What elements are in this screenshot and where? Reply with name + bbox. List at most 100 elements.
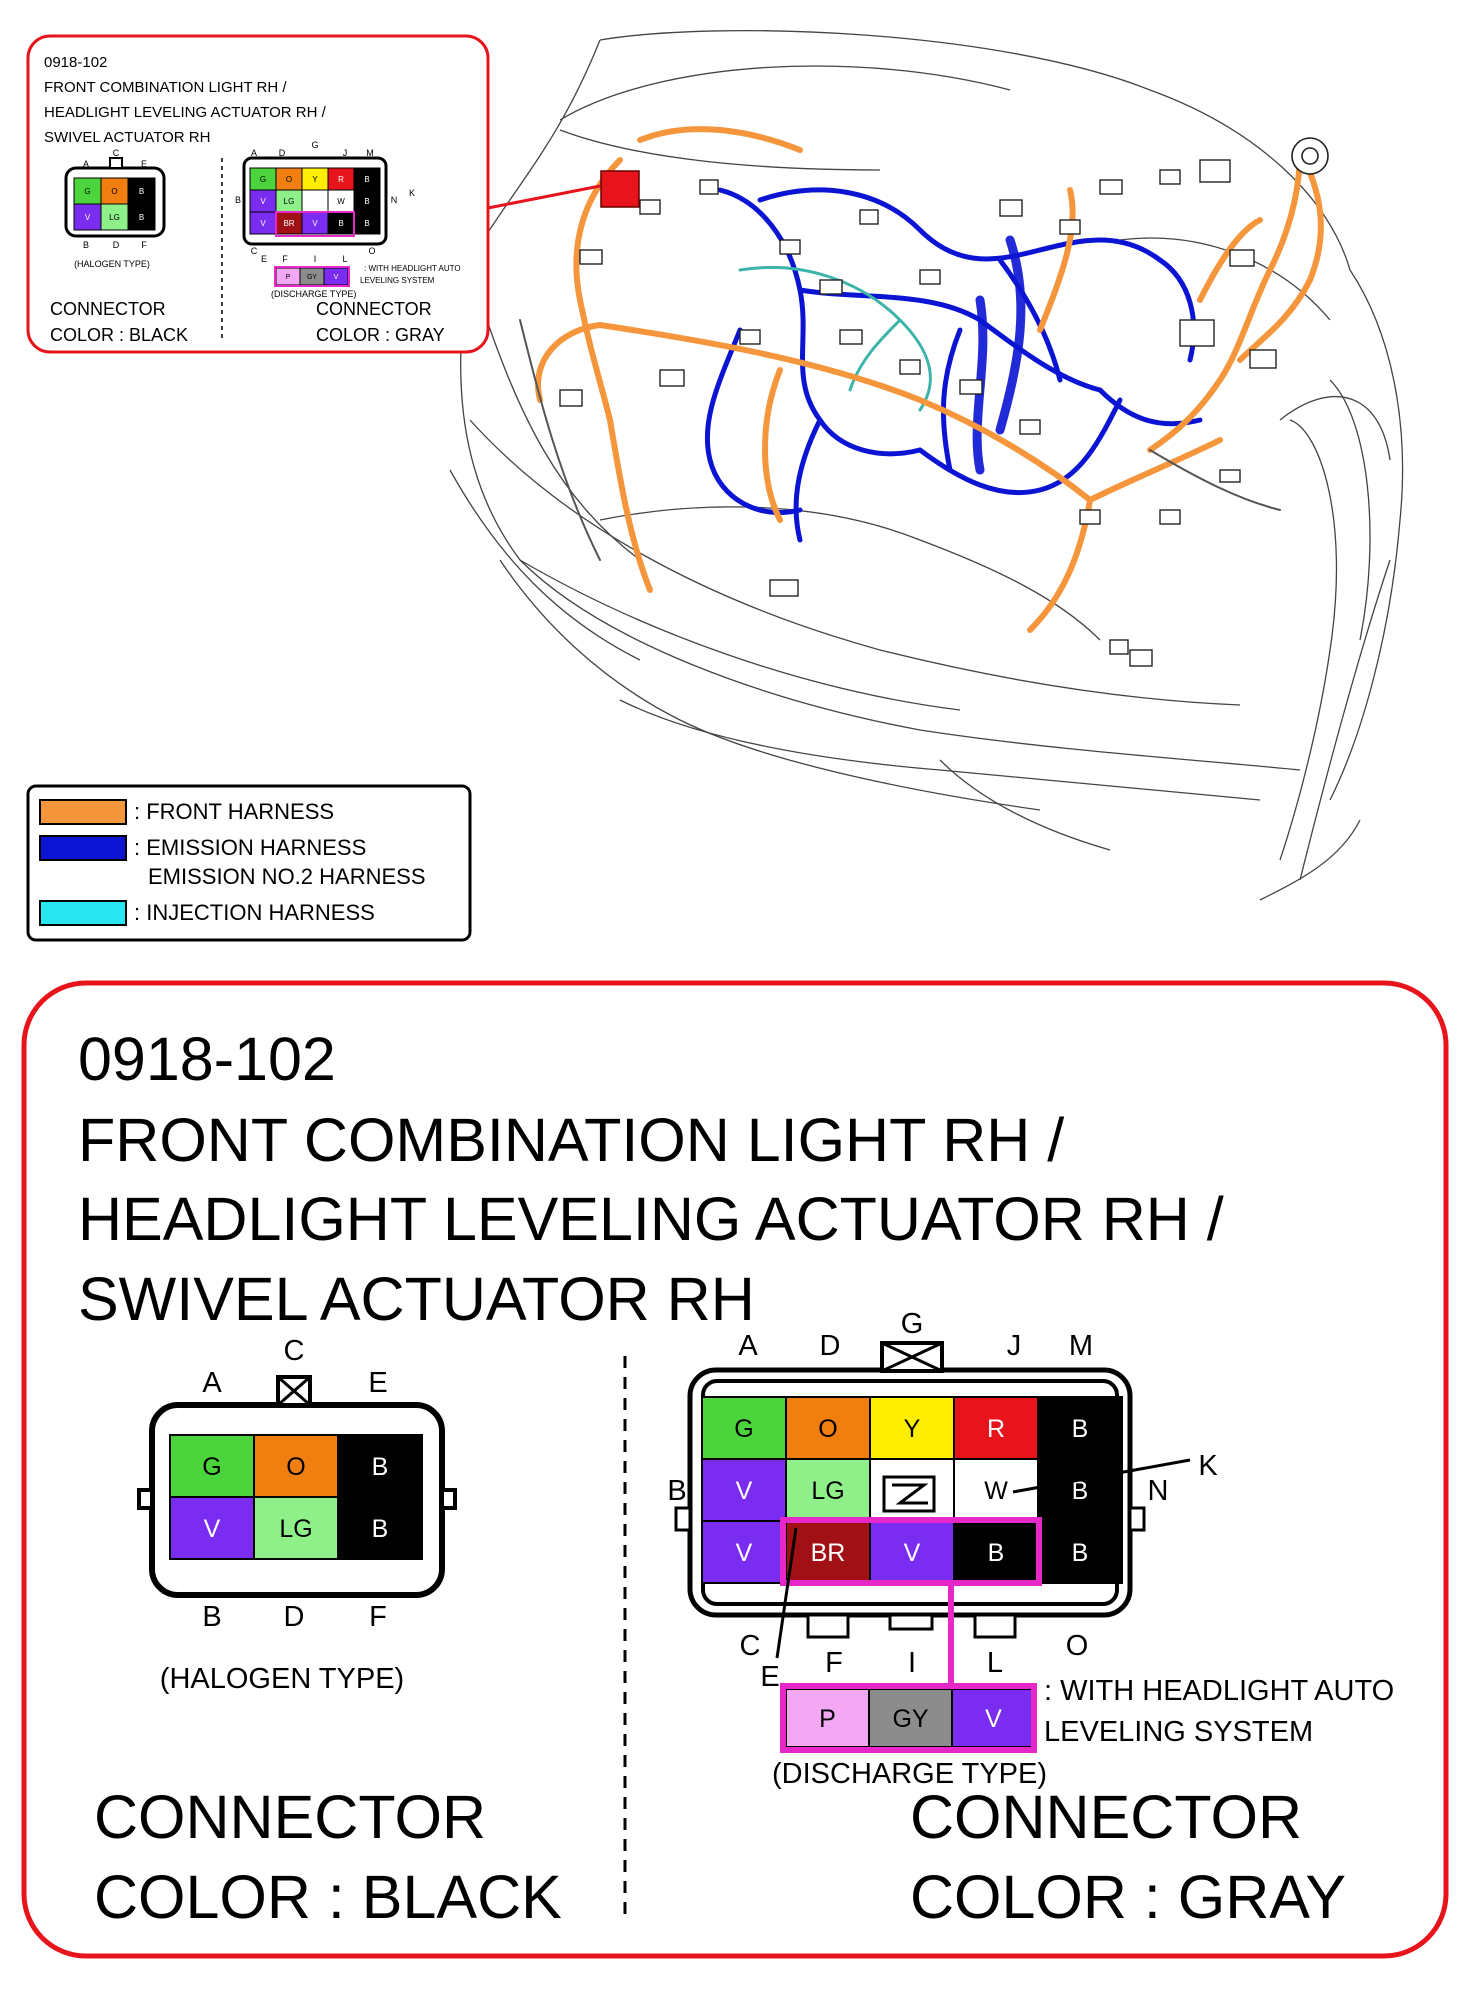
auto-leveling-pin-1-label: GY bbox=[892, 1705, 928, 1733]
svg-text:: WITH HEADLIGHT AUTO: : WITH HEADLIGHT AUTO bbox=[364, 264, 461, 273]
svg-text:A: A bbox=[83, 159, 89, 169]
pin-letter-M: M bbox=[1069, 1330, 1093, 1362]
auto-leveling-pins-box bbox=[780, 1683, 1037, 1753]
pin-letter-A: A bbox=[738, 1330, 758, 1362]
legend-label-front: : FRONT HARNESS bbox=[134, 799, 334, 824]
svg-text:O: O bbox=[368, 246, 375, 256]
svg-text:C: C bbox=[113, 148, 120, 158]
small-halogen-pin-0-0 bbox=[73, 177, 102, 205]
svg-text:B: B bbox=[235, 195, 241, 205]
small-discharge-pin-1-1-label: LG bbox=[284, 197, 295, 206]
auto-leveling-note-line-2: LEVELING SYSTEM bbox=[1044, 1716, 1313, 1748]
svg-text:N: N bbox=[391, 195, 398, 205]
discharge-pin-0-0-label: G bbox=[734, 1415, 753, 1443]
svg-text:C: C bbox=[251, 246, 258, 256]
small-discharge-pin-1-2 bbox=[301, 189, 329, 213]
legend-swatch-front bbox=[39, 799, 127, 825]
discharge-pin-0-3-label: R bbox=[987, 1415, 1005, 1443]
small-discharge-pin-2-4-label: B bbox=[364, 219, 369, 228]
pin-letter-E: E bbox=[368, 1367, 387, 1399]
small-halogen-color-label: COLOR : BLACK bbox=[50, 325, 188, 345]
highlighted-connector bbox=[600, 170, 640, 208]
small-halogen-pin-1-2-label: B bbox=[139, 213, 144, 222]
small-halogen-connector-label: CONNECTOR bbox=[50, 299, 166, 319]
svg-text:J: J bbox=[343, 148, 348, 158]
pin-letter-D: D bbox=[820, 1330, 841, 1362]
legend-swatch-emission bbox=[39, 835, 127, 861]
small-discharge-pin-0-2-label: Y bbox=[312, 175, 318, 184]
discharge-pin-1-4 bbox=[1037, 1458, 1123, 1522]
small-auto-leveling-pins-box bbox=[274, 266, 350, 287]
small-callout-title-line-3: SWIVEL ACTUATOR RH bbox=[44, 129, 210, 146]
svg-text:F: F bbox=[282, 254, 288, 264]
discharge-pin-0-0 bbox=[701, 1396, 787, 1460]
harness-connectors bbox=[559, 159, 1277, 667]
discharge-pin-2-4-label: B bbox=[1072, 1539, 1089, 1567]
enlarged-callout-box: 0918-102 FRONT COMBINATION LIGHT RH / HE… bbox=[21, 980, 1449, 1959]
discharge-pin-0-3 bbox=[953, 1396, 1039, 1460]
discharge-pin-2-3 bbox=[953, 1520, 1039, 1584]
auto-leveling-highlight bbox=[780, 1517, 1042, 1586]
small-discharge-pin-2-3-label: B bbox=[338, 219, 343, 228]
discharge-pin-0-1 bbox=[785, 1396, 871, 1460]
legend-label-emission: : EMISSION HARNESS bbox=[134, 835, 366, 860]
svg-text:G: G bbox=[311, 140, 318, 150]
halogen-pin-0-2 bbox=[337, 1434, 423, 1498]
discharge-pin-2-2-label: V bbox=[904, 1539, 921, 1567]
small-halogen-pin-0-1 bbox=[100, 177, 129, 205]
auto-leveling-pin-1 bbox=[868, 1688, 953, 1748]
discharge-color-label: COLOR : GRAY bbox=[910, 1863, 1346, 1931]
wiring-harness-drawing bbox=[519, 126, 1324, 633]
discharge-pin-2-1 bbox=[785, 1520, 871, 1584]
small-auto-leveling-pin-1-label: GY bbox=[307, 274, 317, 281]
halogen-pin-1-2-label: B bbox=[372, 1515, 389, 1543]
discharge-pin-0-2-label: Y bbox=[904, 1415, 921, 1443]
discharge-pin-2-2 bbox=[869, 1520, 955, 1584]
halogen-pin-0-2-label: B bbox=[372, 1453, 389, 1481]
pin-letter-J: J bbox=[1007, 1330, 1022, 1362]
discharge-pin-1-0-label: V bbox=[736, 1477, 753, 1505]
small-auto-leveling-pin-2-label: V bbox=[334, 274, 339, 281]
discharge-pin-1-3-label: W bbox=[984, 1477, 1008, 1505]
auto-leveling-note-line-1: : WITH HEADLIGHT AUTO bbox=[1044, 1675, 1394, 1707]
discharge-pin-2-0-label: V bbox=[736, 1539, 753, 1567]
svg-text:D: D bbox=[279, 148, 286, 158]
pin-letter-F: F bbox=[369, 1601, 387, 1633]
pin-letter-B: B bbox=[202, 1601, 221, 1633]
pin-letter-O: O bbox=[1066, 1630, 1089, 1662]
discharge-pin-2-0 bbox=[701, 1520, 787, 1584]
discharge-pin-2-3-label: B bbox=[988, 1539, 1005, 1567]
small-halogen-pin-1-1 bbox=[100, 203, 129, 231]
small-halogen-type-label: (HALOGEN TYPE) bbox=[74, 259, 150, 269]
halogen-pin-1-1-label: LG bbox=[279, 1515, 312, 1543]
small-discharge-pin-0-4-label: B bbox=[364, 175, 369, 184]
discharge-pin-1-4-label: B bbox=[1072, 1477, 1089, 1505]
small-halogen-pin-1-1-label: LG bbox=[109, 213, 120, 222]
discharge-type-label: (DISCHARGE TYPE) bbox=[772, 1758, 1047, 1790]
small-auto-leveling-highlight bbox=[275, 211, 355, 237]
pin-letter-I: I bbox=[908, 1647, 916, 1679]
pin-letter-F: F bbox=[825, 1647, 843, 1679]
small-discharge-pin-0-0-label: G bbox=[260, 175, 266, 184]
svg-text:M: M bbox=[366, 148, 374, 158]
svg-text:F: F bbox=[141, 240, 147, 250]
title-line-3: SWIVEL ACTUATOR RH bbox=[78, 1265, 755, 1333]
auto-leveling-pin-0-label: P bbox=[819, 1705, 836, 1733]
svg-text:B: B bbox=[83, 240, 89, 250]
small-callout-title-line-1: FRONT COMBINATION LIGHT RH / bbox=[44, 79, 287, 96]
small-discharge-color-label: COLOR : GRAY bbox=[316, 325, 445, 345]
small-auto-leveling-pin-0-label: P bbox=[286, 274, 291, 281]
pin-letter-E: E bbox=[760, 1661, 779, 1693]
discharge-pin-2-1-label: BR bbox=[811, 1539, 846, 1567]
small-discharge-pin-2-1-label: BR bbox=[283, 219, 294, 228]
pin-letter-C: C bbox=[284, 1335, 305, 1367]
halogen-pin-1-2 bbox=[337, 1496, 423, 1560]
small-halogen-pin-1-2 bbox=[127, 203, 156, 231]
small-discharge-pin-1-4-label: B bbox=[364, 197, 369, 206]
svg-text:L: L bbox=[342, 254, 347, 264]
discharge-pin-0-4-label: B bbox=[1072, 1415, 1089, 1443]
small-discharge-pin-2-2-label: V bbox=[312, 219, 318, 228]
pin-letter-N: N bbox=[1148, 1475, 1169, 1507]
pin-letter-G: G bbox=[901, 1308, 924, 1340]
